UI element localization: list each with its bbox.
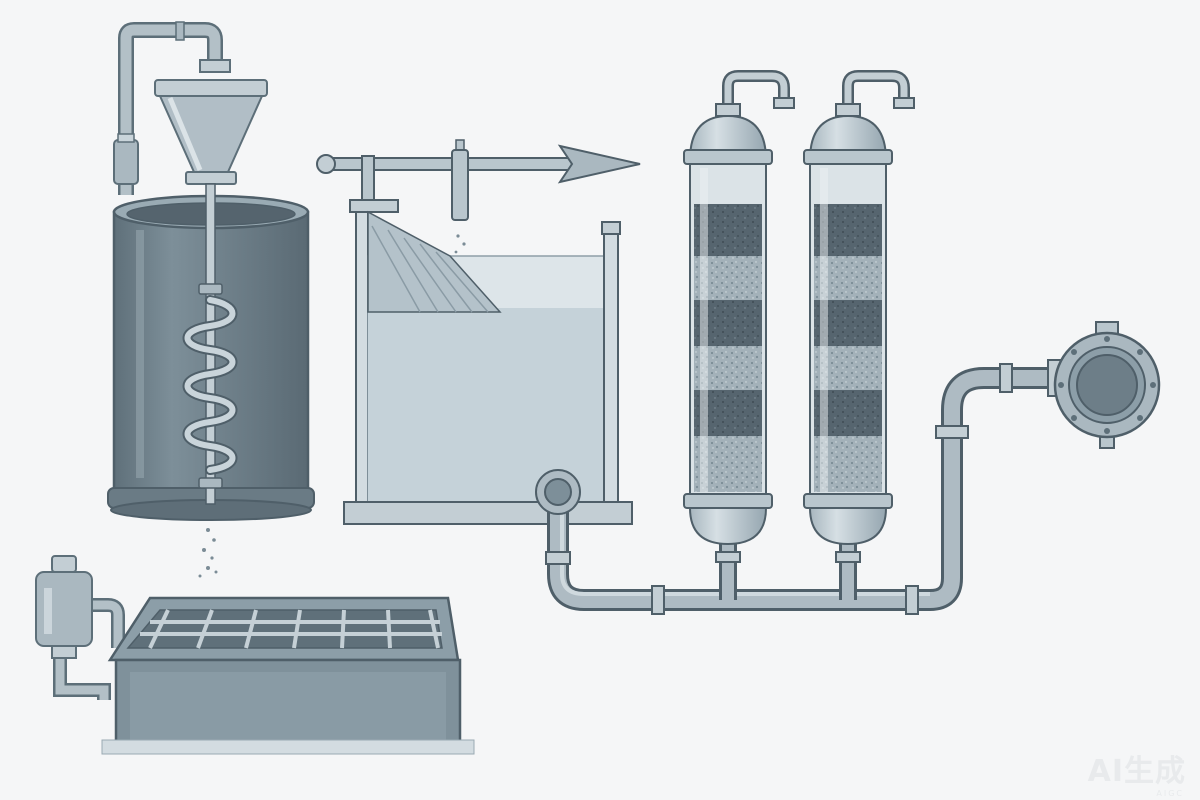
grid-basin-icon — [35, 555, 475, 755]
flanged-outlet-icon — [1053, 321, 1161, 449]
filter-column-1 — [683, 70, 795, 546]
hopper-icon — [154, 59, 268, 185]
filter-column-2 — [803, 70, 915, 546]
mixing-tank-icon — [107, 21, 315, 578]
filter-column-icon — [683, 70, 915, 546]
screw-conveyor-icon — [182, 183, 238, 505]
watermark: AI生成 — [1087, 754, 1186, 789]
watermark-subtext: AIGC — [1156, 789, 1184, 798]
pipe-network — [535, 359, 1064, 615]
settling-tank-icon — [316, 139, 641, 525]
